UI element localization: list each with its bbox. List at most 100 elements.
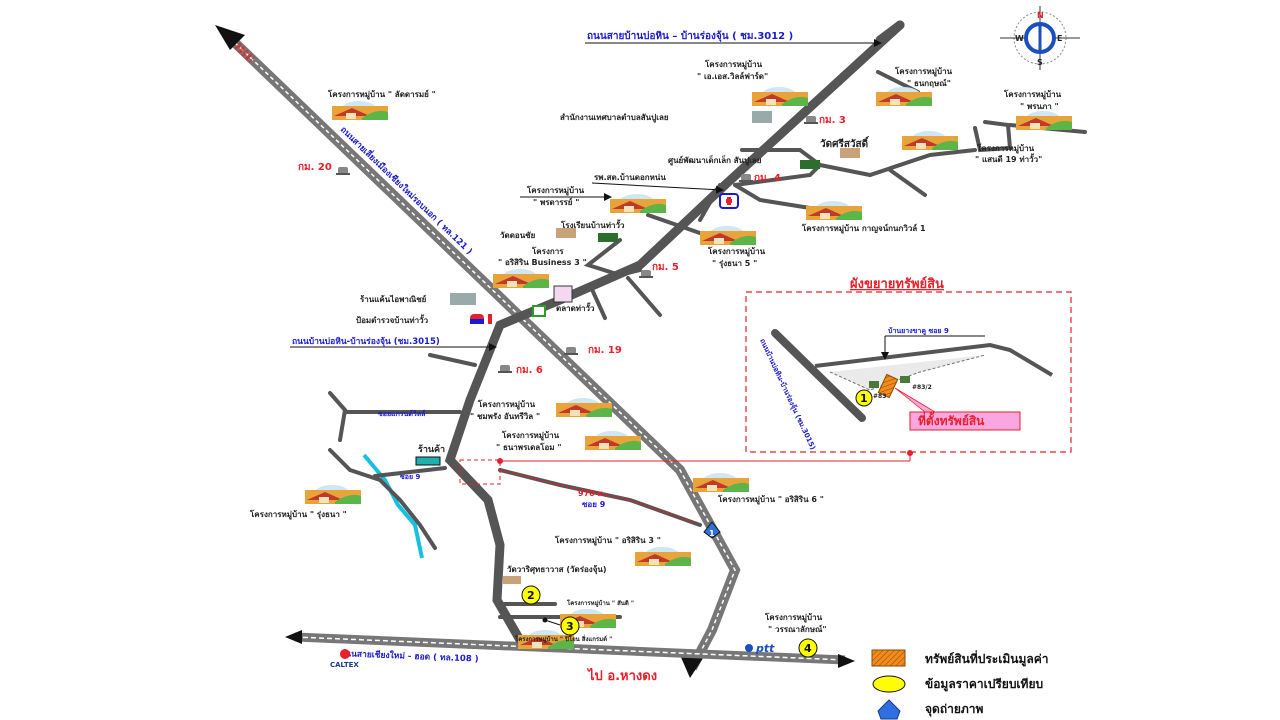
route-to-property	[499, 469, 696, 524]
legend-item-comparison: ข้อมูลราคาเปรียบเทียบ	[872, 675, 1043, 693]
compass-w: W	[1015, 34, 1024, 43]
km-marker-5: กม. 5	[639, 262, 679, 278]
police-icon	[470, 314, 492, 324]
project-rungthana: โครงการหมู่บ้าน " รุ่งธนา "	[249, 485, 361, 520]
svg-text:" ธนาพรเดลโอม ": " ธนาพรเดลโอม "	[496, 442, 562, 452]
inset-soi-label: บ้านยางขาคู ซอย 9	[888, 326, 949, 336]
project-santi: โครงการหมู่บ้าน " สันติ "	[560, 599, 634, 628]
svg-text:โครงการหมู่บ้าน: โครงการหมู่บ้าน	[764, 612, 823, 623]
svg-text:โครงการหมู่บ้าน: โครงการหมู่บ้าน	[477, 399, 536, 410]
svg-text:โครงการหมู่บ้าน: โครงการหมู่บ้าน	[707, 246, 766, 257]
legend: ทรัพย์สินที่ประเมินมูลค่า ข้อมูลราคาเปรี…	[871, 649, 1049, 720]
project-arisirin6: โครงการหมู่บ้าน " อริสิริน 6 "	[693, 473, 824, 505]
comparison-marker-1[interactable]: 1	[703, 521, 721, 539]
svg-text:โครงการหมู่บ้าน: โครงการหมู่บ้าน	[501, 430, 560, 441]
comparison-marker-3[interactable]: 3	[542, 616, 580, 636]
project-thanakrit: โครงการหมู่บ้าน" ธนกฤษณ์"	[876, 66, 953, 106]
ptt-logo: ptt	[745, 642, 775, 655]
road-label-3012: ถนนสายบ้านบ่อหิน – บ้านร่องจุ้น ( ชม.301…	[587, 30, 793, 42]
compass-rose: N S E W	[1000, 6, 1080, 70]
svg-text:โครงการหมู่บ้าน: โครงการหมู่บ้าน	[976, 143, 1035, 154]
property-location-label: ที่ตั้งทรัพย์สิน	[918, 411, 985, 428]
km-marker-3: กม. 3	[804, 115, 846, 126]
place-hospital: รพ.สต.บ้านดอกหน่น	[594, 172, 666, 182]
comparison-marker-4[interactable]: 4	[798, 638, 818, 658]
local-roads	[328, 20, 1087, 645]
place-shop: ร้านแค้นไอพาณิชย์	[360, 294, 427, 304]
svg-text:2: 2	[527, 589, 535, 602]
svg-text:" พรนภา ": " พรนภา "	[1020, 102, 1059, 111]
km-marker-6: กม. 6	[498, 365, 543, 376]
svg-text:" เอ.เอส.วิลล์ฟาร์ด": " เอ.เอส.วิลล์ฟาร์ด"	[697, 71, 768, 81]
hospital-icon	[719, 193, 739, 209]
highway-121	[215, 25, 741, 678]
comparison-marker-2[interactable]: 2	[521, 585, 541, 605]
svg-text:กม. 3: กม. 3	[819, 115, 846, 126]
svg-text:1: 1	[860, 392, 868, 405]
place-wat-sri: วัดศรีสวัสดิ์	[820, 136, 870, 150]
svg-text:4: 4	[804, 642, 812, 655]
km-marker-20: กม. 20	[298, 162, 350, 175]
project-laddarom: โครงการหมู่บ้าน " ลัดดารมย์ "	[327, 89, 436, 120]
compass-n: N	[1037, 11, 1044, 20]
legend-item-photo-point: จุดถ่ายภาพ	[877, 699, 984, 720]
svg-text:โครงการหมู่บ้าน " ปิโยน สิ่งแก: โครงการหมู่บ้าน " ปิโยน สิ่งแกรมด์ "	[514, 634, 612, 644]
place-school: โรงเรียนบ้านท่าวั้ว	[560, 219, 625, 230]
road-label-3015: ถนนบ้านบ่อหิน-บ้านร่องจุ้น (ชม.3015)	[292, 336, 440, 347]
project-arisirin3: โครงการหมู่บ้าน " อริสิริน 3 "	[554, 535, 691, 566]
svg-text:โครงการหมู่บ้าน: โครงการหมู่บ้าน	[894, 66, 953, 77]
svg-text:#83: #83	[873, 393, 886, 400]
legend-item-property: ทรัพย์สินที่ประเมินมูลค่า	[871, 649, 1049, 667]
svg-text:โครงการหมู่บ้าน " ลัดดารมย์ ": โครงการหมู่บ้าน " ลัดดารมย์ "	[327, 89, 436, 100]
svg-text:" รุ่งธนา 5 ": " รุ่งธนา 5 "	[712, 259, 757, 269]
svg-text:ข้อมูลราคาเปรียบเทียบ: ข้อมูลราคาเปรียบเทียบ	[925, 677, 1043, 692]
km-marker-4: กม. 4	[739, 173, 781, 184]
svg-text:โครงการหมู่บ้าน: โครงการหมู่บ้าน	[704, 59, 763, 70]
svg-text:กม. 19: กม. 19	[588, 345, 622, 356]
project-thanapon: โครงการหมู่บ้าน" ธนาพรเดลโอม "	[496, 430, 641, 452]
place-office: สำนักงานเทศบาลตำบลสันปูเลย	[560, 113, 669, 123]
svg-text:จุดถ่ายภาพ: จุดถ่ายภาพ	[925, 702, 984, 717]
project-saendee19: โครงการหมู่บ้าน" แสนดี 19 ท่าวั้ว"	[902, 131, 1042, 164]
svg-text:ptt: ptt	[755, 642, 775, 655]
shop-building-icon	[450, 293, 476, 305]
inset-title: ผังขยายทรัพย์สิน	[850, 276, 944, 292]
soi9-label-left: ซอย 9	[400, 473, 420, 481]
distance-label: 970 ม.	[578, 489, 606, 498]
svg-text:กม. 5: กม. 5	[652, 262, 679, 273]
svg-text:โครงการหมู่บ้าน กาญจน์กนกวิวล์: โครงการหมู่บ้าน กาญจน์กนกวิวล์ 1	[801, 223, 926, 234]
svg-text:" ธนกฤษณ์": " ธนกฤษณ์"	[907, 78, 951, 88]
river	[362, 453, 424, 559]
project-rungthana5: โครงการหมู่บ้าน " รุ่งธนา 5 "	[700, 226, 766, 269]
project-porndaron: โครงการหมู่บ้าน" พรดารรย์ "	[520, 185, 666, 213]
soi-label-left: ซอยแกรนด์วิลล์	[378, 409, 425, 418]
svg-text:โครงการหมู่บ้าน " รุ่งธนา ": โครงการหมู่บ้าน " รุ่งธนา "	[249, 509, 347, 520]
svg-text:โครงการหมู่บ้าน " สันติ ": โครงการหมู่บ้าน " สันติ "	[566, 599, 634, 608]
school-icon	[800, 160, 820, 169]
caltex-logo: CALTEX	[330, 649, 359, 669]
to-hangdong-label: ไป อ.หางดง	[586, 667, 657, 684]
property-highlight-box	[459, 459, 501, 485]
seven-eleven-icon	[532, 305, 546, 317]
project-kanchanakanok: โครงการหมู่บ้าน กาญจน์กนกวิวล์ 1	[801, 201, 926, 234]
school-icon-2	[598, 233, 618, 242]
property-parcel	[877, 373, 899, 399]
svg-text:" ชมพรัง อันทรีวิล ": " ชมพรัง อันทรีวิล "	[470, 411, 540, 421]
project-pornnapa: โครงการหมู่บ้าน" พรนภา "	[1003, 89, 1072, 130]
project-wannalak: โครงการหมู่บ้าน" วรรณาลักษณ์"	[764, 612, 827, 634]
house-icon-2	[900, 376, 910, 383]
temple-icon	[840, 148, 860, 158]
svg-text:" อริสิริน Business 3 ": " อริสิริน Business 3 "	[498, 258, 587, 267]
compass-s: S	[1037, 58, 1043, 67]
svg-text:3: 3	[566, 620, 574, 633]
market-icon	[553, 285, 573, 303]
svg-text:กม. 20: กม. 20	[298, 162, 332, 173]
soi9-label: ซอย 9	[582, 500, 606, 509]
place-market: ตลาดท่าวั้ว	[556, 302, 595, 313]
compass-e: E	[1057, 34, 1062, 43]
inset-map: ผังขยายทรัพย์สิน ถนนบ้านบ่อหิน-บ้านร่องจ…	[745, 276, 1072, 453]
svg-text:โครงการหมู่บ้าน: โครงการหมู่บ้าน	[526, 185, 585, 196]
km-marker-19: กม. 19	[564, 345, 622, 356]
project-chomrang: โครงการหมู่บ้าน" ชมพรัง อันทรีวิล "	[470, 398, 612, 421]
office-building-icon	[752, 111, 772, 123]
